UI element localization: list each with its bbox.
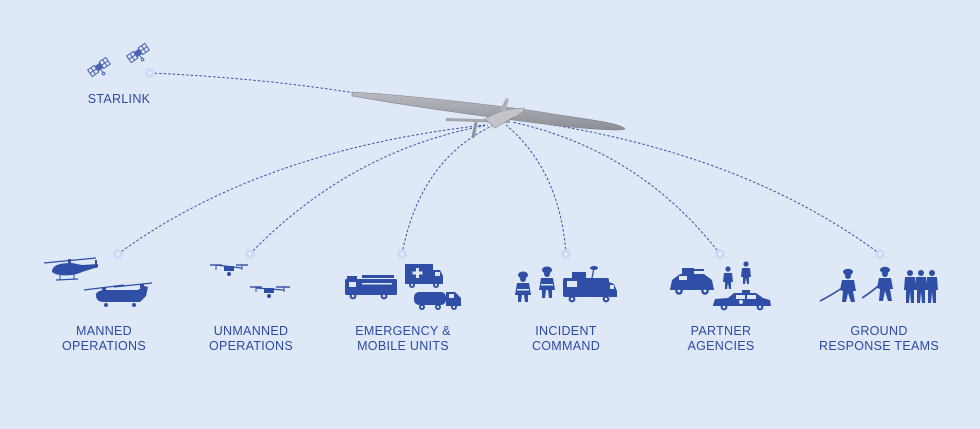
group-label-incident: INCIDENT COMMAND — [531, 324, 601, 353]
link-partner — [511, 121, 721, 255]
group-label-partner: PARTNER AGENCIES — [687, 324, 755, 353]
command-vehicle-icon — [563, 266, 617, 303]
link-manned — [117, 124, 486, 255]
soldier-group-icon — [904, 270, 938, 303]
firefighter-icon — [539, 266, 555, 298]
firefighter-hose-icon — [819, 266, 893, 302]
group-label-emergency: EMERGENCY & MOBILE UNITS — [355, 324, 451, 353]
chinook-helicopter-icon — [83, 282, 153, 307]
satellite-icon — [86, 56, 112, 78]
tanker-truck-icon — [414, 292, 461, 310]
link-emergency — [401, 125, 493, 255]
soldier-icon — [723, 261, 751, 289]
armored-vehicle-icon — [670, 268, 714, 295]
link-incident — [504, 123, 567, 255]
police-car-icon — [713, 290, 771, 311]
starlink-label: STARLINK — [87, 92, 151, 106]
link-unmanned — [249, 124, 489, 255]
firefighter-icon — [515, 271, 531, 302]
group-label-ground: GROUND RESPONSE TEAMS — [819, 324, 939, 353]
ambulance-icon — [405, 264, 443, 288]
solar-uav-aircraft-icon — [351, 91, 626, 139]
fire-truck-icon — [345, 275, 397, 300]
group-label-manned: MANNED OPERATIONS — [61, 324, 147, 353]
link-starlink — [149, 72, 356, 94]
link-ground — [519, 119, 881, 255]
quadcopter-drone-icon — [250, 286, 290, 298]
group-label-unmanned: UNMANNED OPERATIONS — [208, 324, 294, 353]
link-lines — [117, 72, 881, 255]
helicopter-icon — [43, 257, 98, 281]
satellite-icon — [125, 42, 151, 64]
quadcopter-drone-icon — [210, 264, 248, 276]
link-nodes — [112, 67, 886, 260]
